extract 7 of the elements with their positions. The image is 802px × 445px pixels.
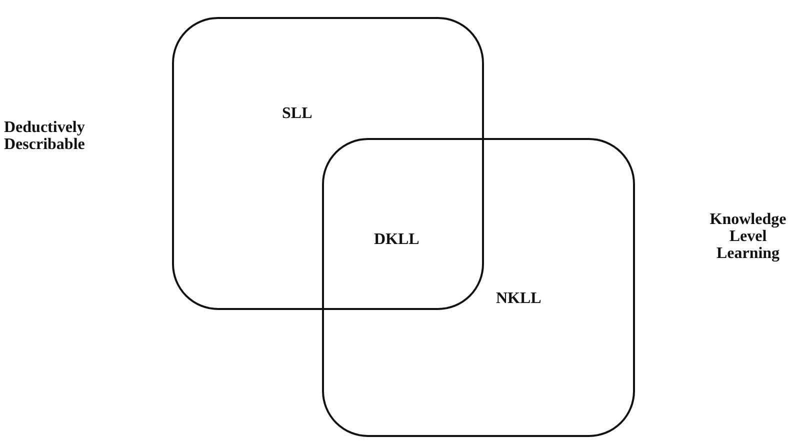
set-caption: Deductively Describable	[4, 120, 86, 154]
rounded-square	[172, 17, 484, 310]
set-label: NKLL	[496, 290, 542, 308]
set-caption: Knowledge Level Learning	[708, 212, 788, 262]
set-label: SLL	[282, 105, 312, 123]
rounded-square	[322, 138, 635, 437]
intersection-label: DKLL	[374, 232, 420, 249]
